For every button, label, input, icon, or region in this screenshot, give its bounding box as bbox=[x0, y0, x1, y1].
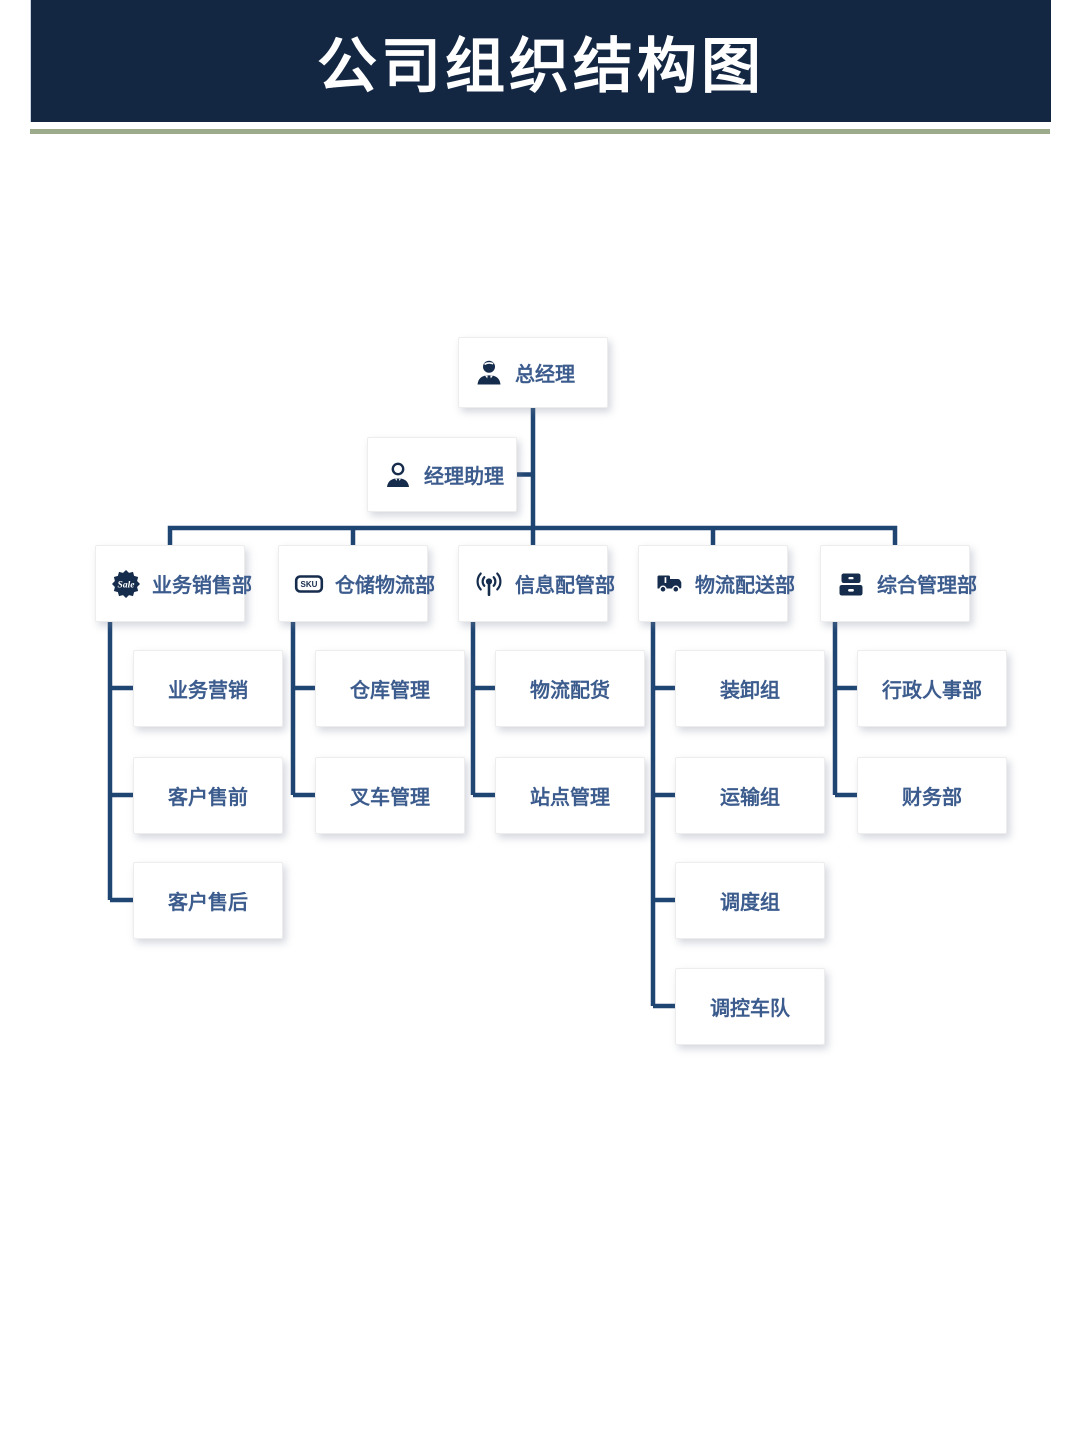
org-node-label: 财务部 bbox=[902, 787, 962, 809]
org-node-dept-general-management: 综合管理部 bbox=[820, 545, 977, 622]
general-manager-person-icon bbox=[474, 358, 504, 388]
org-node-general-manager: 总经理 bbox=[458, 337, 608, 408]
drawers-icon bbox=[836, 569, 866, 599]
org-node-sub: 客户售后 bbox=[133, 862, 283, 939]
sku-box-icon: SKU bbox=[294, 569, 324, 599]
org-node-label: 调度组 bbox=[720, 892, 780, 914]
org-node-sub: 调度组 bbox=[675, 862, 825, 939]
org-node-label: 业务营销 bbox=[168, 680, 248, 702]
org-node-label: 调控车队 bbox=[710, 998, 790, 1020]
sale-badge-icon: Sale bbox=[111, 569, 141, 599]
org-node-sub: 业务营销 bbox=[133, 650, 283, 727]
org-node-label: 业务销售部 bbox=[152, 575, 252, 597]
org-node-label: 运输组 bbox=[720, 787, 780, 809]
org-node-sub: 站点管理 bbox=[495, 757, 645, 834]
assistant-person-icon bbox=[383, 460, 413, 490]
org-node-label: 客户售前 bbox=[168, 787, 248, 809]
org-node-label: 装卸组 bbox=[720, 680, 780, 702]
org-node-sub: 仓库管理 bbox=[315, 650, 465, 727]
delivery-truck-icon bbox=[654, 569, 684, 599]
org-node-sub: 装卸组 bbox=[675, 650, 825, 727]
org-node-sub: 行政人事部 bbox=[857, 650, 1007, 727]
org-node-sub: 客户售前 bbox=[133, 757, 283, 834]
org-node-label: 叉车管理 bbox=[350, 787, 430, 809]
org-node-label: 站点管理 bbox=[530, 787, 610, 809]
page-header: 公司组织结构图 bbox=[30, 0, 1051, 122]
accent-divider-line bbox=[30, 129, 1050, 134]
org-node-sub: 运输组 bbox=[675, 757, 825, 834]
org-node-label: 客户售后 bbox=[168, 892, 248, 914]
org-node-label: 物流配送部 bbox=[695, 575, 795, 597]
broadcast-icon bbox=[474, 569, 504, 599]
org-node-label: 仓库管理 bbox=[350, 680, 430, 702]
org-node-label: 物流配货 bbox=[530, 680, 610, 702]
org-node-dept-information: 信息配管部 bbox=[458, 545, 615, 622]
org-node-dept-delivery: 物流配送部 bbox=[638, 545, 795, 622]
org-node-label: 总经理 bbox=[515, 364, 575, 386]
org-node-dept-sales: Sale 业务销售部 bbox=[95, 545, 252, 622]
org-node-sub: 财务部 bbox=[857, 757, 1007, 834]
page-title: 公司组织结构图 bbox=[317, 32, 765, 100]
org-node-manager-assistant: 经理助理 bbox=[367, 437, 517, 512]
org-node-sub: 调控车队 bbox=[675, 968, 825, 1045]
org-node-label: 经理助理 bbox=[424, 466, 504, 488]
org-node-label: 信息配管部 bbox=[515, 575, 615, 597]
sale-badge-text: Sale bbox=[118, 580, 136, 590]
org-node-label: 行政人事部 bbox=[882, 680, 982, 702]
sku-box-text: SKU bbox=[301, 580, 318, 589]
org-node-dept-warehouse-logistics: SKU 仓储物流部 bbox=[278, 545, 435, 622]
org-node-sub: 叉车管理 bbox=[315, 757, 465, 834]
org-node-sub: 物流配货 bbox=[495, 650, 645, 727]
org-node-label: 仓储物流部 bbox=[335, 575, 435, 597]
org-node-label: 综合管理部 bbox=[877, 575, 977, 597]
